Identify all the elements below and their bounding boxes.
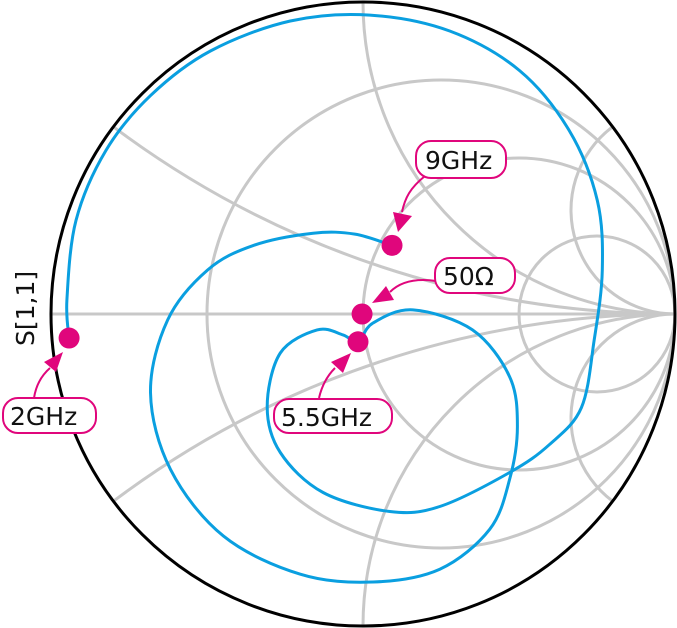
- marker-label-2ghz: 2GHz: [10, 402, 77, 431]
- marker-dot-2ghz: [58, 327, 80, 349]
- marker-dot-55ghz: [347, 331, 369, 353]
- markers-group: [58, 234, 403, 353]
- callout-50ohm: 50Ω: [372, 257, 516, 303]
- reactance-arc: [569, 312, 676, 503]
- callout-2ghz: 2GHz: [2, 352, 97, 434]
- smith-grid: [51, 1, 677, 627]
- s11-trace: [65, 12, 605, 584]
- reactance-arc: [569, 125, 676, 316]
- reactance-arc: [112, 125, 676, 316]
- callout-5-5ghz: 5.5GHz: [273, 353, 393, 434]
- arrow-head: [44, 352, 63, 372]
- s11-trace-group: [65, 12, 605, 584]
- reactance-arc: [361, 312, 676, 627]
- arrow-head: [393, 212, 412, 232]
- reactance-arc: [112, 312, 676, 503]
- marker-dot-50: [351, 303, 373, 325]
- marker-label-50ohm: 50Ω: [443, 262, 494, 291]
- chart-boundary: [49, 0, 677, 628]
- y-axis-label: S[1,1]: [11, 271, 40, 346]
- arrow-head: [372, 286, 394, 303]
- marker-dot-9ghz: [381, 234, 403, 256]
- marker-label-5-5ghz: 5.5GHz: [281, 403, 372, 432]
- callout-9ghz: 9GHz: [393, 140, 507, 232]
- marker-label-9ghz: 9GHz: [425, 146, 492, 175]
- reactance-arc: [361, 1, 676, 316]
- arrow-head: [331, 353, 351, 373]
